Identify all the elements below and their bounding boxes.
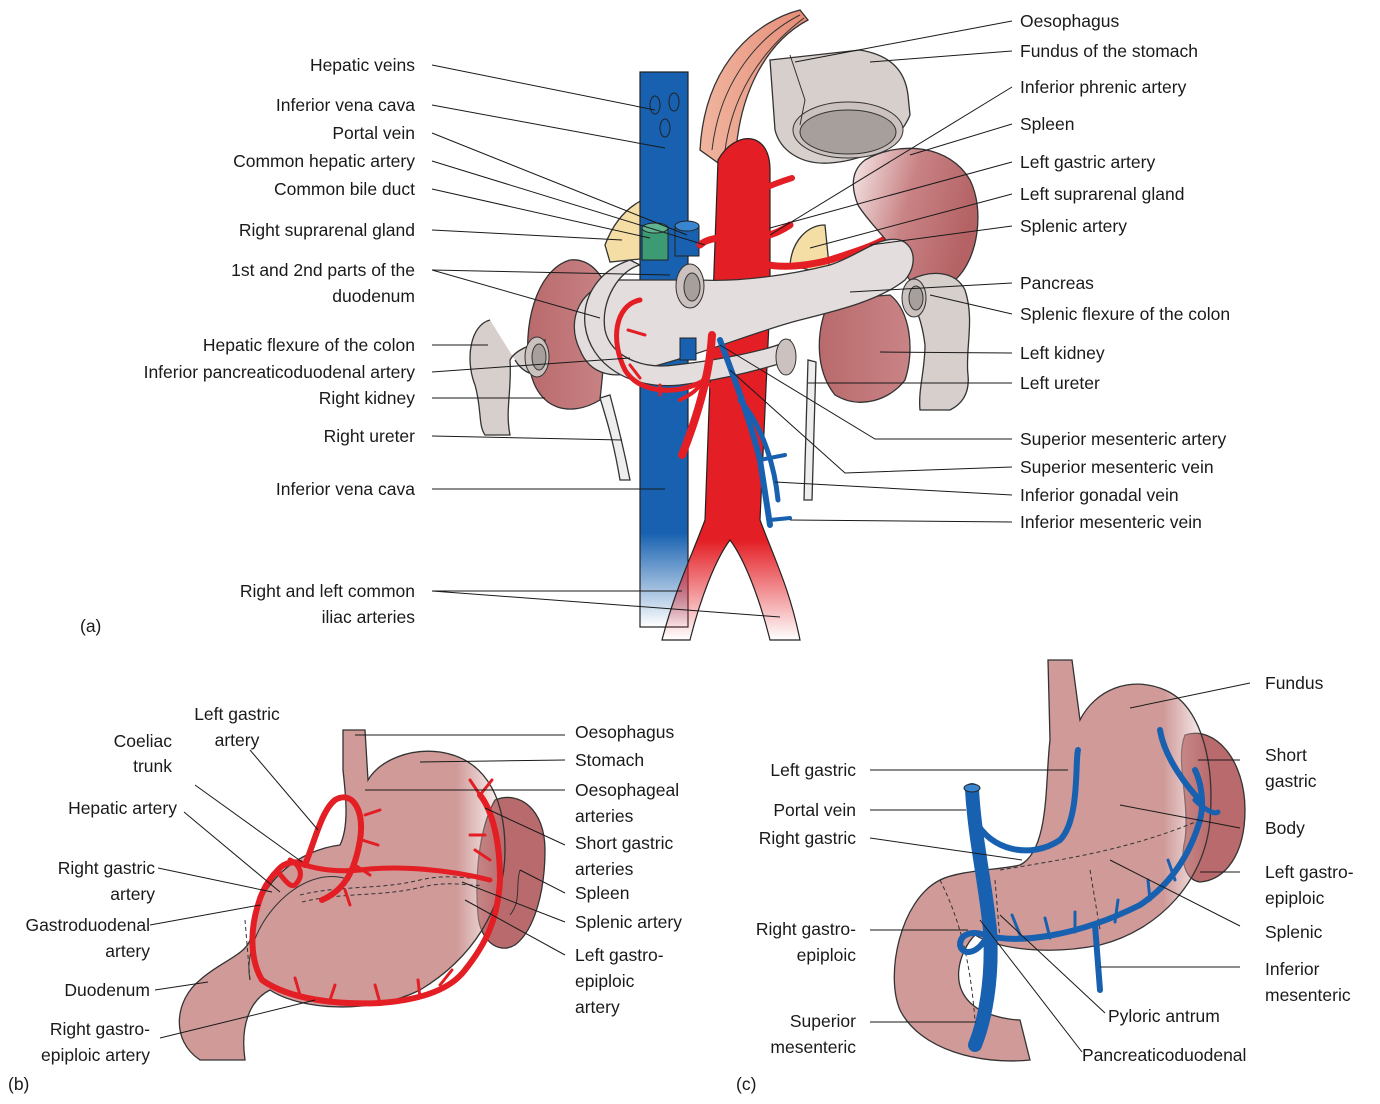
label-fundus-of-stomach: Fundus of the stomach	[1020, 41, 1198, 61]
label-superior-mesenteric-c-line1: Superior	[790, 1011, 856, 1031]
label-spleen-a: Spleen	[1020, 114, 1075, 134]
label-splenic-c: Splenic	[1265, 922, 1323, 942]
label-short-gastric-c-line1: Short	[1265, 745, 1307, 765]
label-right-gastroepiploic-c-line2: epiploic	[797, 945, 857, 965]
label-left-gastroepiploic-artery-line2: epiploic	[575, 971, 635, 991]
label-gastroduodenal-artery-line2: artery	[105, 941, 150, 961]
label-inferior-pancreaticoduodenal-artery: Inferior pancreaticoduodenal artery	[144, 362, 416, 382]
label-right-kidney: Right kidney	[319, 388, 416, 408]
label-oesophageal-arteries-line1: Oesophageal	[575, 780, 679, 800]
label-inferior-mesenteric-c-line2: mesenteric	[1265, 985, 1351, 1005]
label-hepatic-veins: Hepatic veins	[310, 55, 415, 75]
right-ureter	[600, 395, 630, 480]
label-inferior-mesenteric-c-line1: Inferior	[1265, 959, 1320, 979]
label-left-gastric-c: Left gastric	[770, 760, 856, 780]
label-common-hepatic-artery: Common hepatic artery	[233, 151, 415, 171]
label-hepatic-flexure-colon: Hepatic flexure of the colon	[203, 335, 415, 355]
label-right-gastric-artery-line2: artery	[110, 884, 155, 904]
panel-c: Left gastric Portal vein Right gastric R…	[736, 660, 1354, 1094]
label-superior-mesenteric-vein: Superior mesenteric vein	[1020, 457, 1214, 477]
label-right-suprarenal-gland: Right suprarenal gland	[239, 220, 415, 240]
label-left-gastroepiploic-c-line1: Left gastro-	[1265, 862, 1354, 882]
label-pancreaticoduodenal: Pancreaticoduodenal	[1082, 1045, 1246, 1065]
panel-letter-c: (c)	[736, 1074, 756, 1094]
label-body-c: Body	[1265, 818, 1305, 838]
label-splenic-flexure-colon: Splenic flexure of the colon	[1020, 304, 1230, 324]
label-splenic-artery-a: Splenic artery	[1020, 216, 1127, 236]
label-iliac-line2: iliac arteries	[322, 607, 416, 627]
label-hepatic-artery: Hepatic artery	[68, 798, 177, 818]
label-left-gastric-artery-b-line2: artery	[215, 730, 260, 750]
label-inferior-vena-cava-upper: Inferior vena cava	[276, 95, 415, 115]
label-right-gastroepiploic-c-line1: Right gastro-	[756, 919, 856, 939]
label-superior-mesenteric-c-line2: mesenteric	[770, 1037, 856, 1057]
label-oesophagus-b: Oesophagus	[575, 722, 674, 742]
label-right-gastric-artery-line1: Right gastric	[58, 858, 156, 878]
label-duodenum-line2: duodenum	[332, 286, 415, 306]
label-pancreas: Pancreas	[1020, 273, 1094, 293]
label-left-kidney: Left kidney	[1020, 343, 1105, 363]
label-duodenum-line1: 1st and 2nd parts of the	[231, 260, 415, 280]
label-left-gastric-artery-b-line1: Left gastric	[194, 704, 280, 724]
label-inferior-phrenic-artery: Inferior phrenic artery	[1020, 77, 1187, 97]
panel-b: Left gastric artery Coeliac trunk Hepati…	[8, 704, 682, 1094]
label-iliac-line1: Right and left common	[240, 581, 415, 601]
stomach-c	[894, 660, 1211, 1061]
label-left-gastroepiploic-artery-line1: Left gastro-	[575, 945, 664, 965]
label-pyloric-antrum: Pyloric antrum	[1108, 1006, 1220, 1026]
label-right-gastric-c: Right gastric	[759, 828, 857, 848]
label-superior-mesenteric-artery: Superior mesenteric artery	[1020, 429, 1226, 449]
label-spleen-b: Spleen	[575, 883, 630, 903]
left-ureter	[804, 360, 816, 500]
label-left-ureter: Left ureter	[1020, 373, 1100, 393]
label-left-suprarenal-gland: Left suprarenal gland	[1020, 184, 1184, 204]
label-coeliac-trunk-line2: trunk	[133, 756, 172, 776]
label-left-gastroepiploic-artery-line3: artery	[575, 997, 620, 1017]
label-portal-vein: Portal vein	[332, 123, 415, 143]
label-inferior-mesenteric-vein: Inferior mesenteric vein	[1020, 512, 1202, 532]
label-portal-vein-c: Portal vein	[773, 800, 856, 820]
label-right-gastroepiploic-artery-line1: Right gastro-	[50, 1019, 150, 1039]
label-short-gastric-arteries-line1: Short gastric	[575, 833, 673, 853]
label-fundus-c: Fundus	[1265, 673, 1324, 693]
panel-letter-a: (a)	[80, 616, 101, 636]
label-splenic-artery-b: Splenic artery	[575, 912, 682, 932]
label-short-gastric-c-line2: gastric	[1265, 771, 1317, 791]
label-short-gastric-arteries-line2: arteries	[575, 859, 634, 879]
label-oesophagus-a: Oesophagus	[1020, 11, 1119, 31]
label-right-ureter: Right ureter	[324, 426, 416, 446]
label-stomach-b: Stomach	[575, 750, 644, 770]
panel-a: Hepatic veins Inferior vena cava Portal …	[80, 10, 1230, 640]
label-oesophageal-arteries-line2: arteries	[575, 806, 634, 826]
label-inferior-gonadal-vein: Inferior gonadal vein	[1020, 485, 1179, 505]
label-duodenum-b: Duodenum	[64, 980, 150, 1000]
label-common-bile-duct: Common bile duct	[274, 179, 415, 199]
panel-letter-b: (b)	[8, 1074, 29, 1094]
label-right-gastroepiploic-artery-line2: epiploic artery	[41, 1045, 150, 1065]
label-left-gastric-artery-a: Left gastric artery	[1020, 152, 1155, 172]
label-coeliac-trunk-line1: Coeliac	[114, 731, 173, 751]
label-left-gastroepiploic-c-line2: epiploic	[1265, 888, 1325, 908]
stomach-b	[179, 730, 505, 1060]
label-gastroduodenal-artery-line1: Gastroduodenal	[25, 915, 150, 935]
label-inferior-vena-cava-lower: Inferior vena cava	[276, 479, 415, 499]
